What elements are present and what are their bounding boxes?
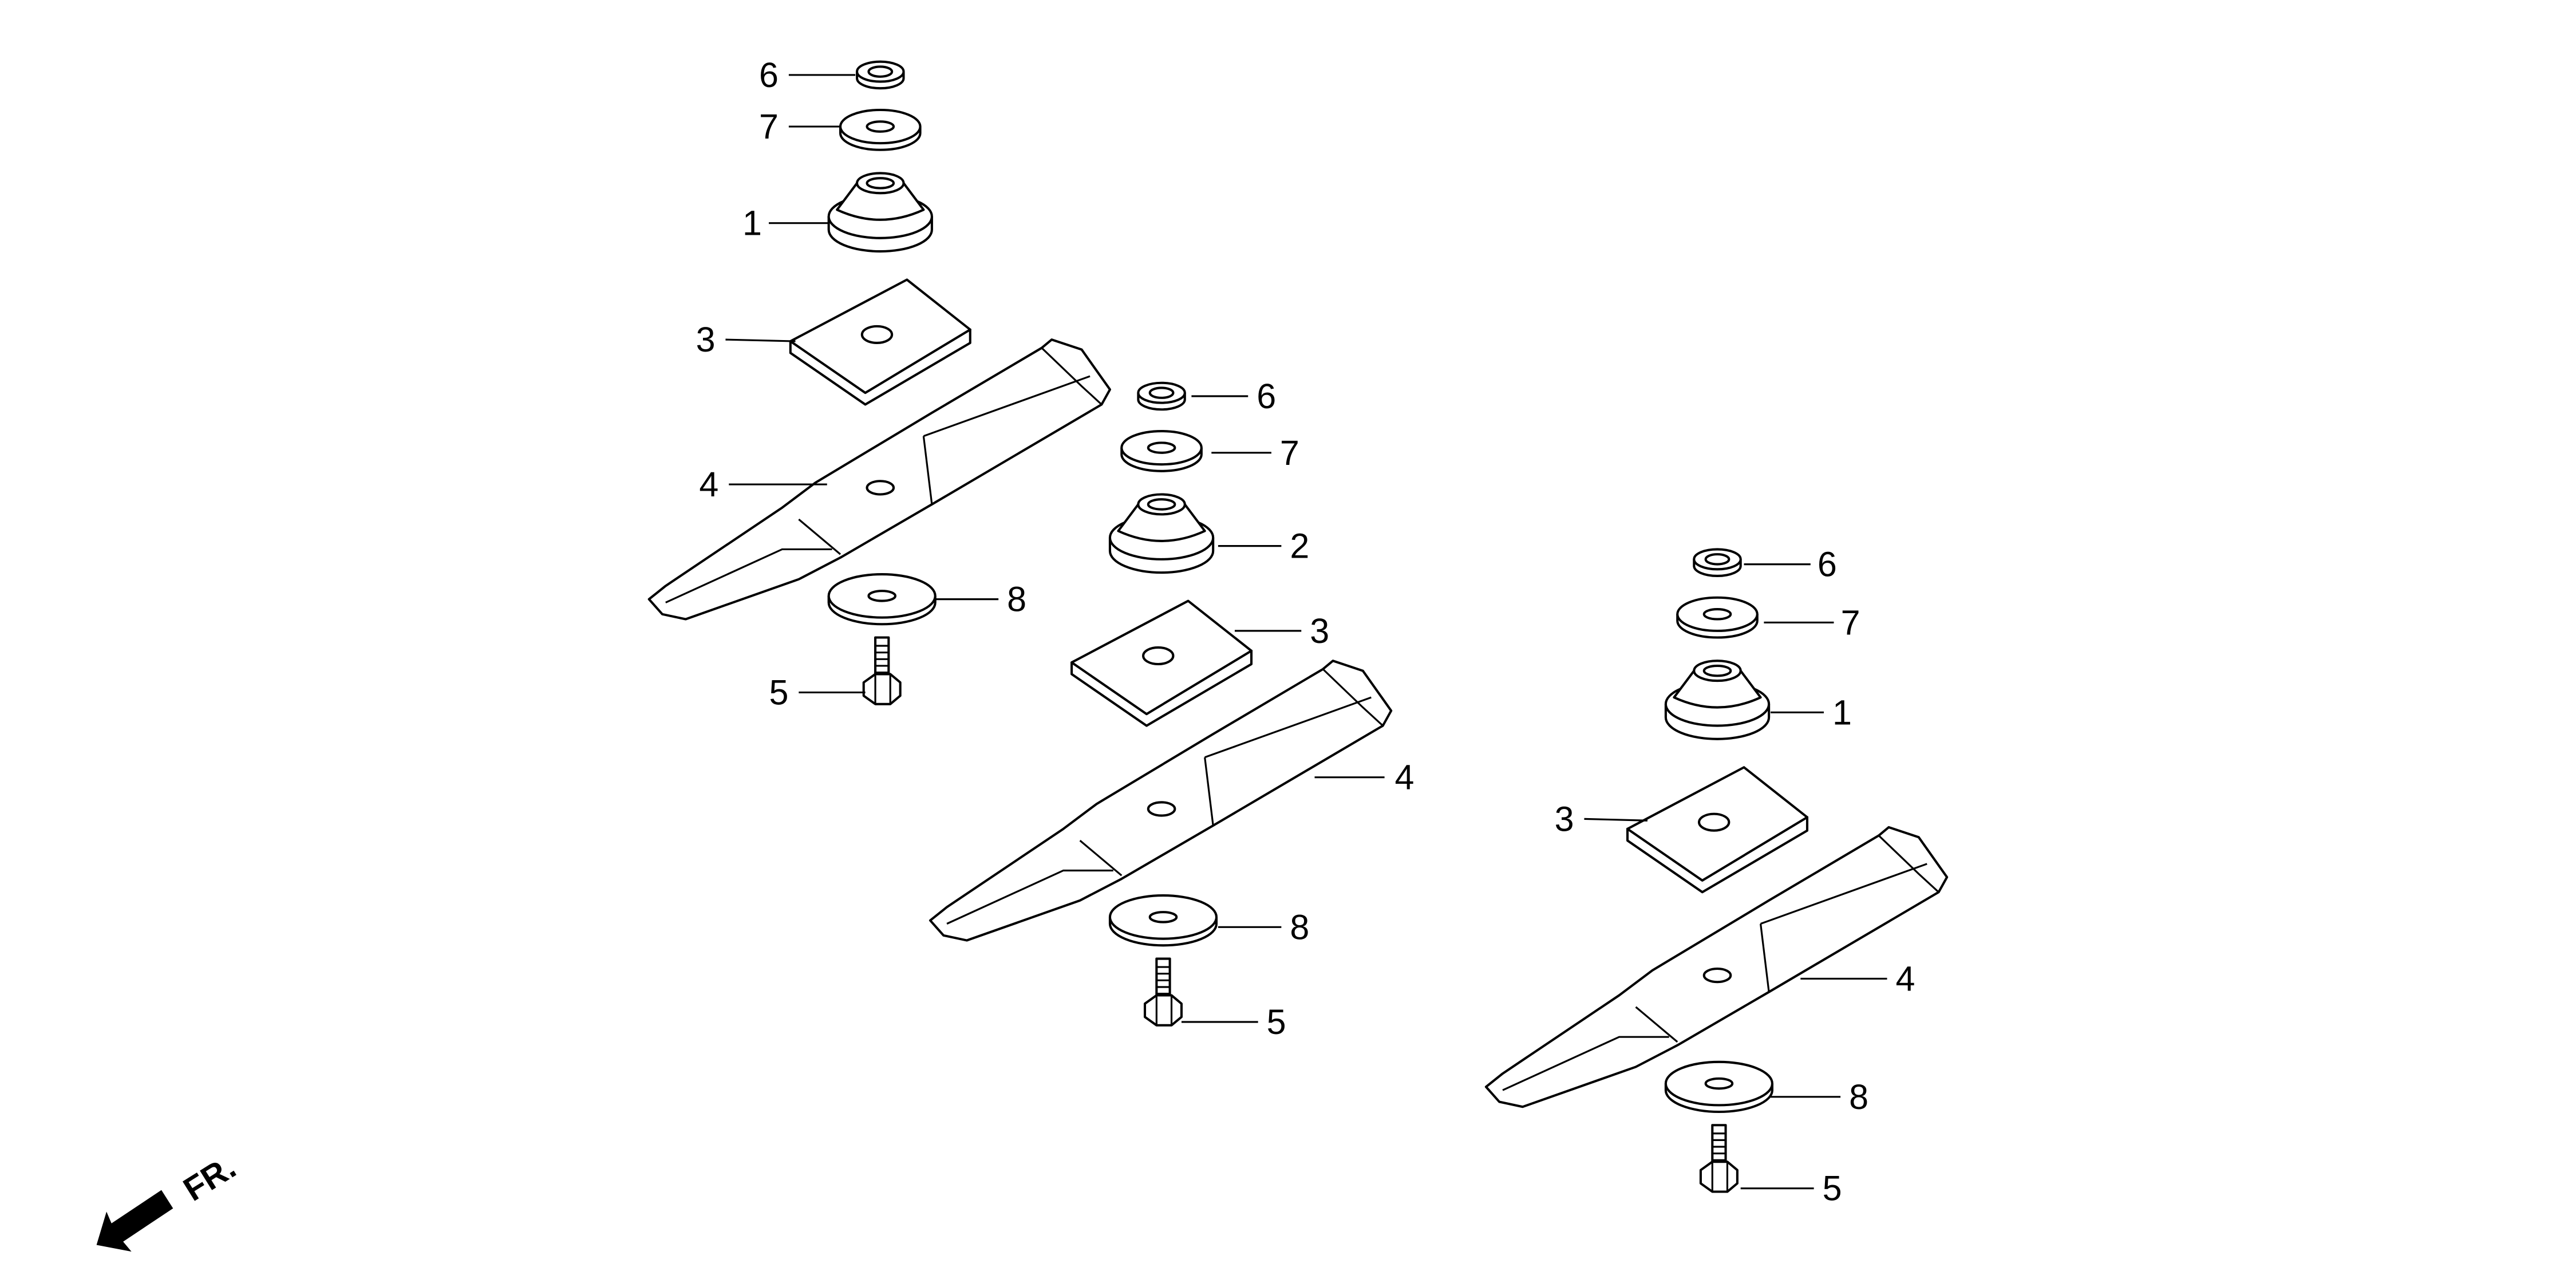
callout-blade: 4 <box>1896 959 1915 998</box>
front-arrow-icon <box>96 1190 173 1252</box>
callout-washer-large: 8 <box>1849 1077 1868 1116</box>
callout-plate: 3 <box>696 320 716 359</box>
callout-bolt: 5 <box>1267 1002 1286 1041</box>
left-blade-assembly: 6 7 1 3 4 8 5 <box>649 56 1110 712</box>
leader-line <box>725 338 796 342</box>
callout-boss: 2 <box>1290 527 1309 566</box>
callout-boss: 1 <box>742 204 762 243</box>
callout-nut: 6 <box>759 56 779 94</box>
leader-line <box>1584 818 1647 822</box>
callout-blade: 4 <box>699 465 718 504</box>
center-blade-assembly: 67 2 3 4 8 5 <box>930 377 1414 1041</box>
assembly-parts <box>1486 549 1947 1191</box>
callout-bolt: 5 <box>1823 1169 1842 1208</box>
callout-washer-large: 8 <box>1007 580 1026 619</box>
callout-washer-large: 8 <box>1290 907 1309 946</box>
front-label: FR. <box>177 1148 242 1209</box>
callout-bolt: 5 <box>769 673 788 712</box>
callout-boss: 1 <box>1832 693 1852 732</box>
assembly-parts <box>930 383 1391 1025</box>
right-blade-assembly: 67 1 3 4 8 5 <box>1486 545 1947 1208</box>
front-direction-indicator: FR. <box>96 1148 242 1252</box>
callout-plate: 3 <box>1310 611 1329 650</box>
callout-nut: 6 <box>1818 545 1837 584</box>
callout-nut: 6 <box>1257 377 1276 416</box>
callout-washer: 7 <box>1280 433 1299 472</box>
callout-plate: 3 <box>1555 799 1574 838</box>
callout-blade: 4 <box>1395 758 1415 797</box>
assembly-parts <box>649 62 1110 704</box>
callout-washer: 7 <box>759 107 779 146</box>
callout-washer: 7 <box>1841 603 1860 642</box>
